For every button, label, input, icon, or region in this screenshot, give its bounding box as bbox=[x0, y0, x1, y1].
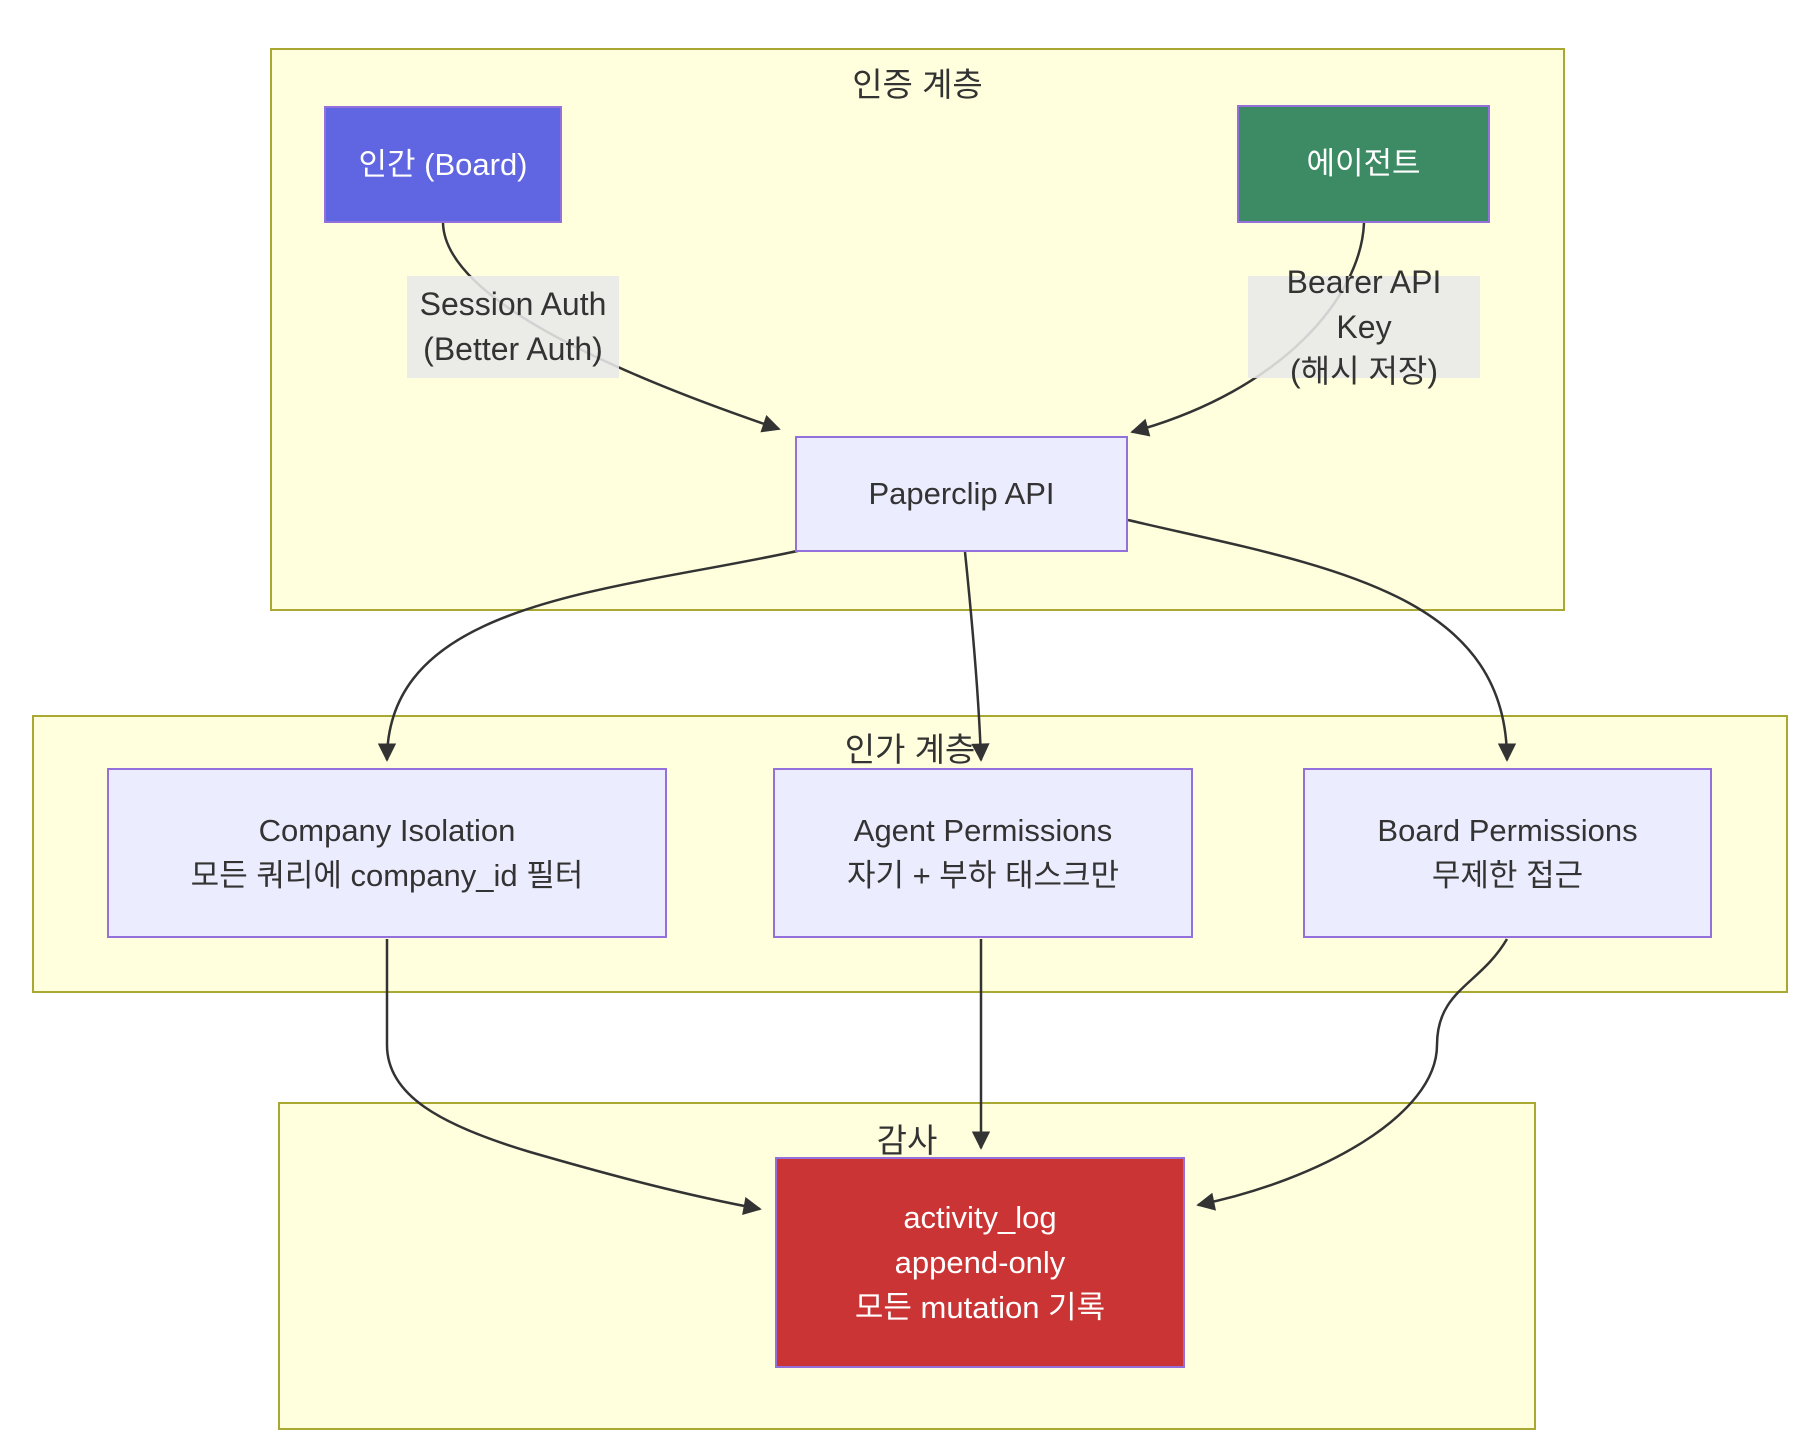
node-board-permissions-line1: Board Permissions bbox=[1377, 812, 1638, 848]
node-agent-label: 에이전트 bbox=[1306, 146, 1421, 182]
edge-label-session-auth: Session Auth (Better Auth) bbox=[407, 276, 619, 378]
edge-api-to-agent-permissions bbox=[963, 551, 990, 762]
node-activity-log: activity_log append-only 모든 mutation 기록 bbox=[775, 1157, 1185, 1368]
node-board-permissions: Board Permissions 무제한 접근 bbox=[1303, 768, 1712, 938]
node-human-board: 인간 (Board) bbox=[324, 106, 562, 223]
node-paperclip-api-label: Paperclip API bbox=[868, 476, 1055, 512]
node-activity-log-line3: 모든 mutation 기록 bbox=[854, 1290, 1106, 1326]
node-agent-permissions: Agent Permissions 자기 + 부하 태스크만 bbox=[773, 768, 1193, 938]
node-paperclip-api: Paperclip API bbox=[795, 436, 1128, 552]
node-agent-permissions-line2: 자기 + 부하 태스크만 bbox=[846, 858, 1120, 893]
edge-label-bearer-api-key-line1: Bearer API Key bbox=[1286, 263, 1442, 345]
cluster-authentication-title: 인증 계층 bbox=[852, 66, 983, 103]
node-human-board-label: 인간 (Board) bbox=[358, 146, 528, 182]
node-company-isolation-line1: Company Isolation bbox=[258, 812, 516, 848]
cluster-authorization-title: 인가 계층 bbox=[844, 731, 976, 768]
node-activity-log-line1: activity_log bbox=[903, 1199, 1057, 1235]
node-company-isolation: Company Isolation 모든 쿼리에 company_id 필터 bbox=[107, 768, 667, 938]
edge-label-bearer-api-key-line2: (해시 저장) bbox=[1290, 353, 1438, 390]
node-company-isolation-line2: 모든 쿼리에 company_id 필터 bbox=[190, 858, 584, 893]
edge-board-permissions-to-activity-log bbox=[1196, 938, 1509, 1211]
edge-label-session-auth-line2: (Better Auth) bbox=[423, 331, 603, 367]
edge-api-to-board-permissions bbox=[1127, 518, 1517, 762]
cluster-audit-title: 감사 bbox=[876, 1122, 938, 1159]
edge-api-to-company-isolation bbox=[377, 548, 803, 762]
node-activity-log-line2: append-only bbox=[894, 1244, 1066, 1280]
edge-label-bearer-api-key: Bearer API Key (해시 저장) bbox=[1248, 264, 1480, 389]
node-agent: 에이전트 bbox=[1237, 105, 1490, 223]
edge-label-session-auth-line1: Session Auth bbox=[419, 286, 607, 323]
edge-company-to-activity-log bbox=[385, 939, 762, 1215]
node-agent-permissions-line1: Agent Permissions bbox=[853, 812, 1113, 848]
node-board-permissions-line2: 무제한 접근 bbox=[1431, 858, 1584, 893]
